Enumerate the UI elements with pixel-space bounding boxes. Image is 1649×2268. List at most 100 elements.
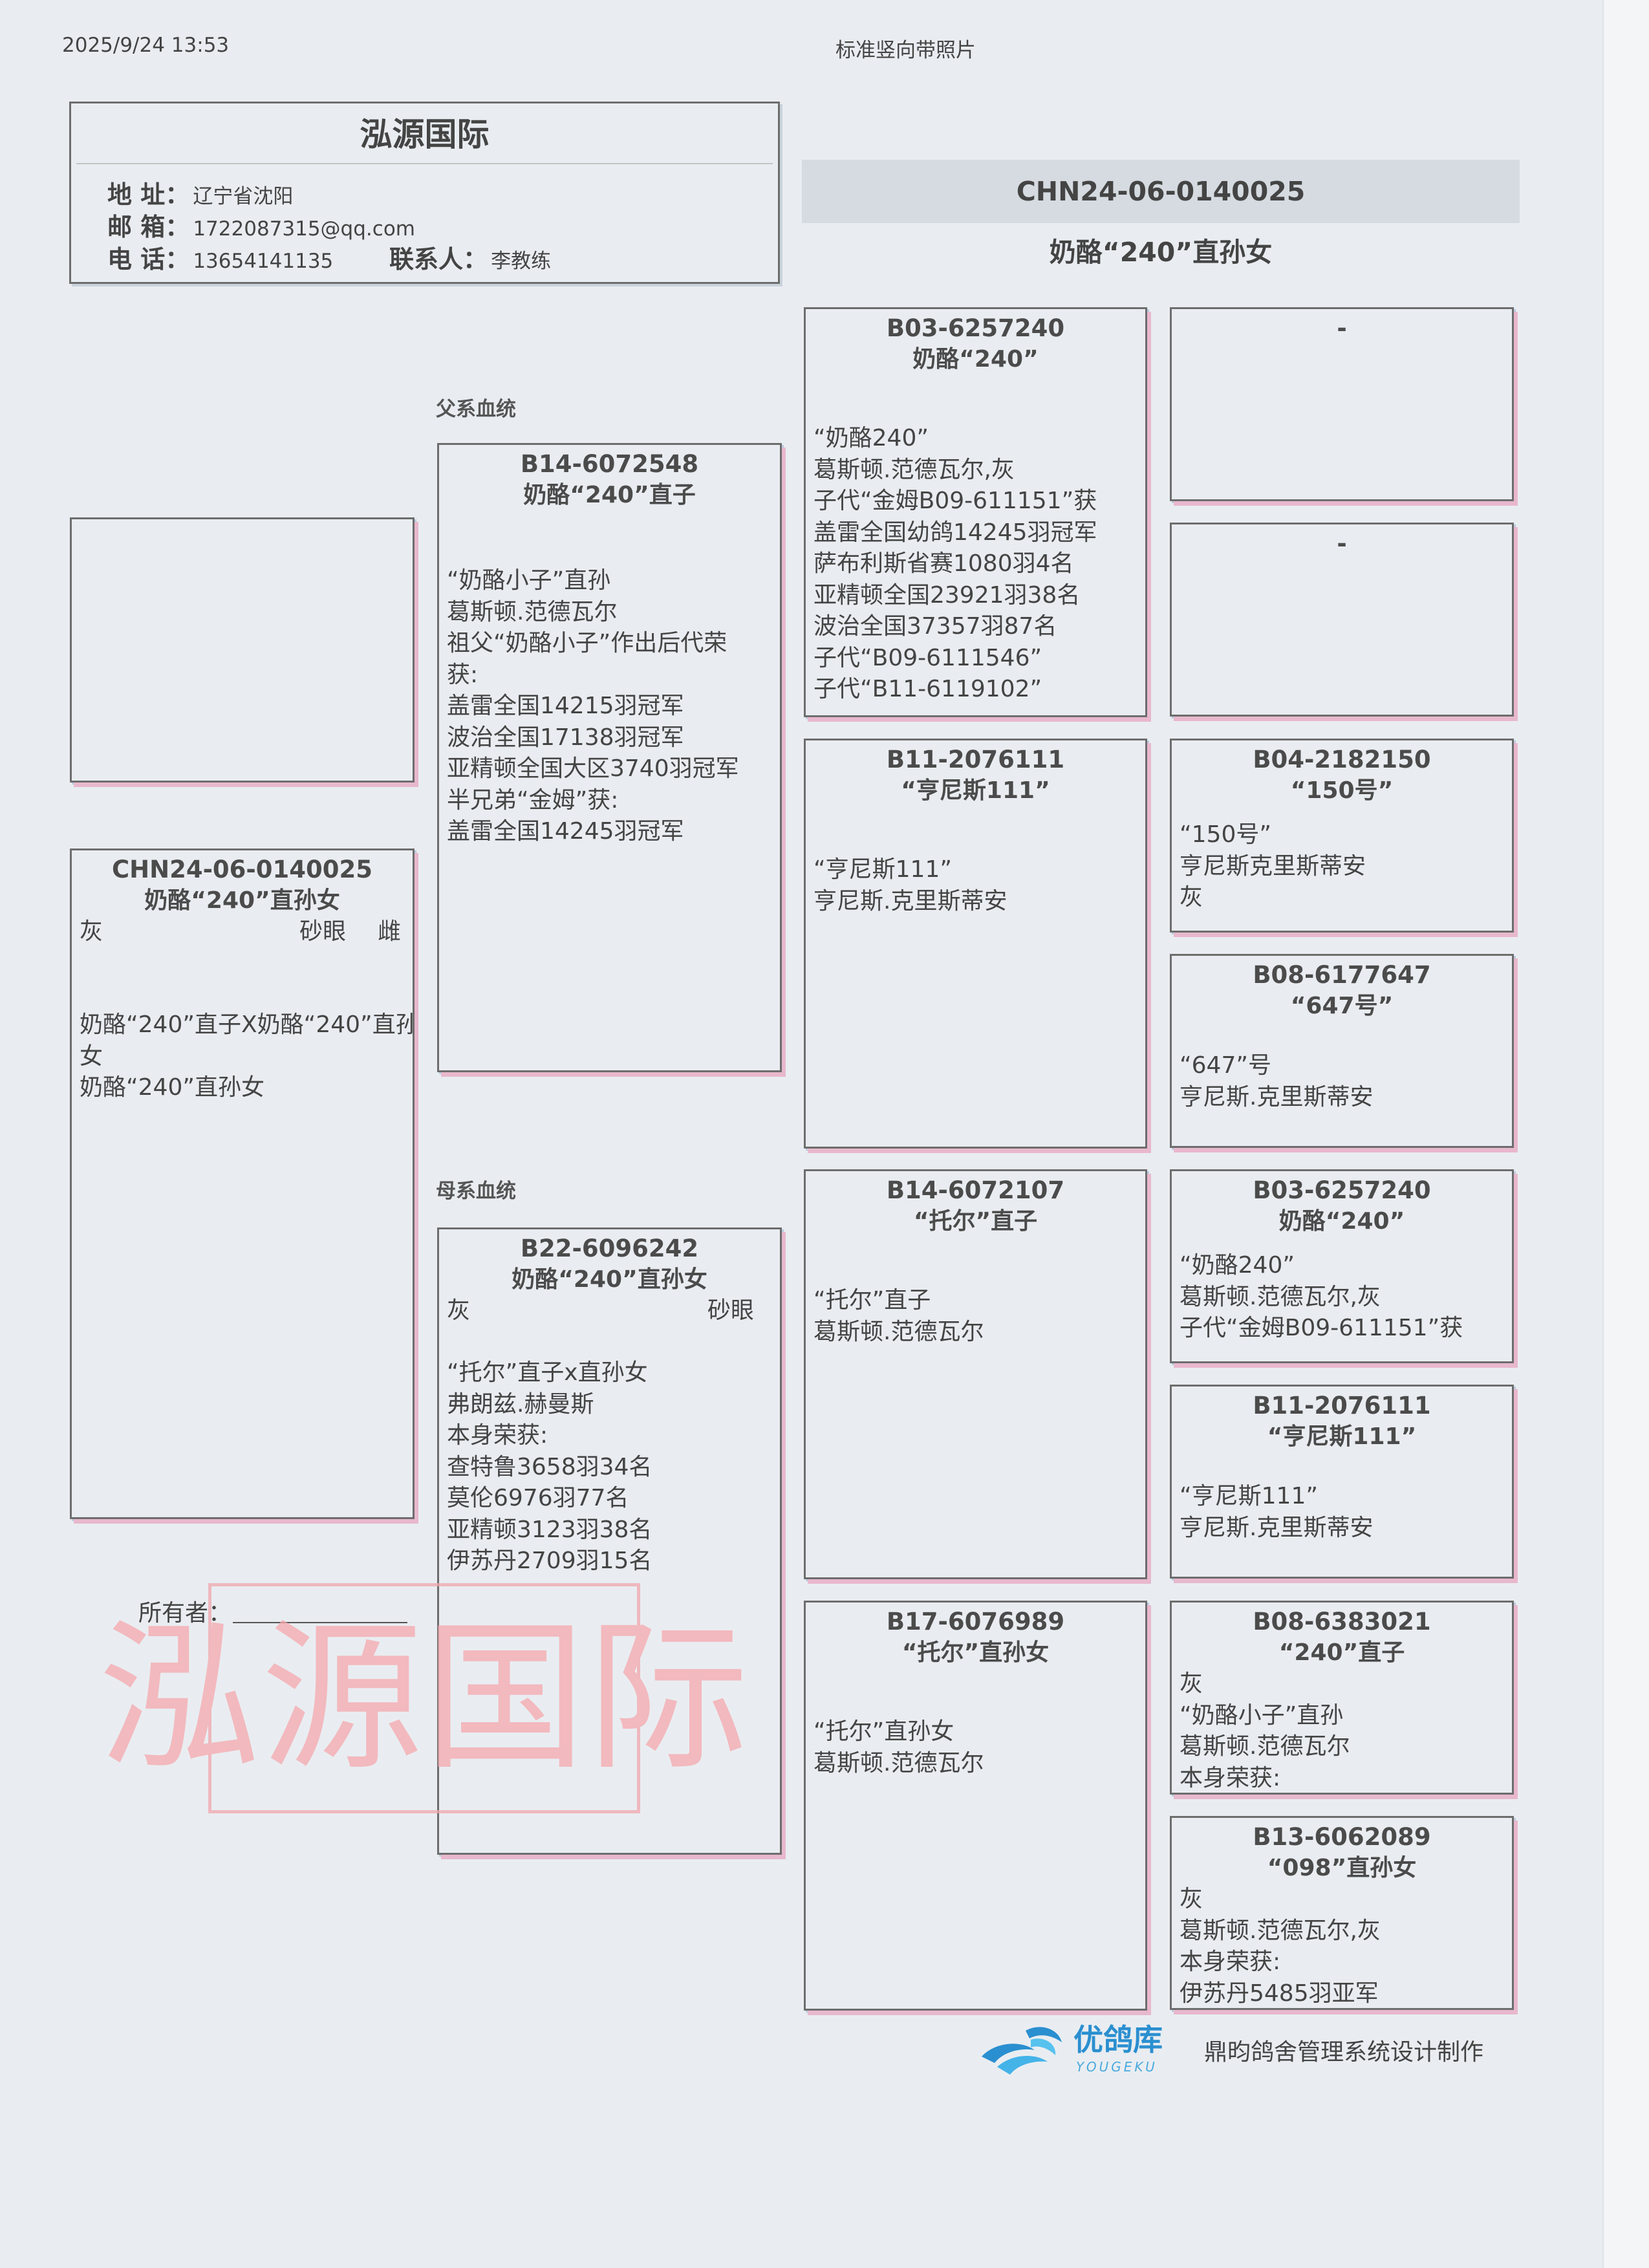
- ggp-4-line: 亨尼斯.克里斯蒂安: [1180, 1083, 1374, 1110]
- ggp-6-ring: B11-2076111: [1253, 1392, 1431, 1420]
- sire-line: 祖父“奶酪小子”作出后代荣: [447, 630, 727, 656]
- ggp-5-ring: B03-6257240: [1253, 1176, 1431, 1204]
- address-value: 辽宁省沈阳: [193, 185, 294, 208]
- dam-attributes: 灰 砂眼: [439, 1295, 780, 1326]
- dam-name: 奶酪“240”直孙女: [512, 1266, 707, 1293]
- dam-line: 莫伦6976羽77名: [447, 1485, 629, 1511]
- dam-line: 查特鲁3658羽34名: [447, 1453, 652, 1480]
- sire-sire-line: “奶酪240”: [814, 425, 929, 451]
- ggp-card-8: B13-6062089 “098”直孙女 灰 葛斯顿.范德瓦尔,灰 本身荣获: …: [1170, 1816, 1514, 2010]
- dam-dam-card: B17-6076989 “托尔”直孙女 “托尔”直孙女 葛斯顿.范德瓦尔: [804, 1601, 1147, 2011]
- sire-line: 获:: [447, 661, 479, 688]
- ggp-7-line: 灰: [1180, 1670, 1203, 1697]
- dam-line-label: 母系血统: [436, 1180, 516, 1203]
- dam-dam-line: 葛斯顿.范德瓦尔: [814, 1749, 984, 1777]
- dam-sire-line: 葛斯顿.范德瓦尔: [814, 1318, 984, 1345]
- ggp-8-line: 本身荣获:: [1180, 1949, 1281, 1975]
- subject-eye: 砂眼: [299, 918, 347, 945]
- dam-ring: B22-6096242: [520, 1235, 699, 1262]
- ggp-card-4: B08-6177647 “647号” “647”号 亨尼斯.克里斯蒂安: [1170, 954, 1514, 1148]
- ggp-7-ring: B08-6383021: [1253, 1608, 1431, 1636]
- dam-card: B22-6096242 奶酪“240”直孙女 灰 砂眼 “托尔”直子x直孙女 弗…: [437, 1227, 782, 1855]
- ggp-3-line: “150号”: [1180, 821, 1272, 848]
- org-stamp: 泓源国际: [98, 1583, 749, 1813]
- ggp-5-line: “奶酪240”: [1180, 1252, 1295, 1279]
- ggp-5-line: 子代“金姆B09-611151”获: [1180, 1315, 1463, 1341]
- sire-sire-card: B03-6257240 奶酪“240” “奶酪240” 葛斯顿.范德瓦尔,灰 子…: [804, 307, 1147, 717]
- org-name: 泓源国际: [360, 116, 490, 153]
- ggp-7-line: 葛斯顿.范德瓦尔: [1180, 1733, 1350, 1760]
- sire-sire-line: 盖雷全国幼鸽14245羽冠军: [814, 519, 1097, 546]
- dam-eye: 砂眼: [707, 1297, 754, 1324]
- sire-card: B14-6072548 奶酪“240”直子 “奶酪小子”直孙 葛斯顿.范德瓦尔 …: [437, 443, 782, 1072]
- sire-sire-line: 子代“金姆B09-611151”获: [814, 488, 1097, 514]
- ggp-4-name: “647号”: [1290, 993, 1394, 1019]
- logo-cn: 优鸽库: [1073, 2022, 1163, 2057]
- ggp-card-5: B03-6257240 奶酪“240” “奶酪240” 葛斯顿.范德瓦尔,灰 子…: [1170, 1169, 1514, 1363]
- ggp-8-line: 伊苏丹5485羽亚军: [1180, 1980, 1379, 2007]
- owner-label: 所有者：: [138, 1600, 232, 1626]
- ggp-2-ring: -: [1337, 530, 1347, 557]
- ggp-card-1: -: [1170, 307, 1514, 501]
- dam-sire-card: B14-6072107 “托尔”直子 “托尔”直子 葛斯顿.范德瓦尔: [804, 1169, 1147, 1579]
- email-label: 邮 箱：: [107, 213, 190, 241]
- sire-sire-line: 子代“B09-6111546”: [814, 644, 1042, 671]
- stamp-text: 泓源国际: [98, 1604, 750, 1792]
- subject-card: CHN24-06-0140025 奶酪“240”直孙女 灰 砂眼 雌 奶酪“24…: [70, 848, 415, 1519]
- sire-line: 盖雷全国14245羽冠军: [447, 818, 684, 845]
- ggp-8-line: 灰: [1180, 1886, 1203, 1912]
- dam-sire-ring: B14-6072107: [886, 1176, 1065, 1204]
- sire-dam-line: 亨尼斯.克里斯蒂安: [814, 887, 1008, 914]
- ggp-7-name: “240”直子: [1278, 1639, 1405, 1666]
- ggp-4-line: “647”号: [1180, 1052, 1272, 1079]
- ggp-card-7: B08-6383021 “240”直子 灰 “奶酪小子”直孙 葛斯顿.范德瓦尔 …: [1170, 1601, 1514, 1795]
- subject-color: 灰: [80, 918, 103, 945]
- sire-line: 亚精顿全国大区3740羽冠军: [447, 755, 739, 782]
- phone-value: 13654141135: [193, 250, 334, 273]
- dam-dam-name: “托尔”直孙女: [901, 1639, 1050, 1666]
- paper-edge: [1602, 0, 1649, 2268]
- ggp-card-2: -: [1170, 523, 1514, 717]
- ggp-card-3: B04-2182150 “150号” “150号” 亨尼斯克里斯蒂安 灰: [1170, 739, 1514, 933]
- banner-ring: CHN24-06-0140025: [1016, 176, 1306, 207]
- yougeku-logo-icon: [975, 2016, 1066, 2081]
- contact-card: 泓源国际 地 址： 辽宁省沈阳 邮 箱： 1722087315@qq.com 电…: [69, 102, 780, 284]
- dam-line: 伊苏丹2709羽15名: [447, 1548, 652, 1574]
- sire-dam-name: “亨尼斯111”: [901, 777, 1050, 804]
- dam-line: “托尔”直子x直孙女: [447, 1359, 648, 1386]
- ggp-8-ring: B13-6062089: [1253, 1823, 1431, 1851]
- ggp-3-line: 亨尼斯克里斯蒂安: [1180, 852, 1366, 880]
- ggp-5-name: 奶酪“240”: [1278, 1208, 1405, 1235]
- sire-line: 波治全国17138羽冠军: [447, 724, 684, 751]
- print-datetime: 2025/9/24 13:53: [62, 34, 230, 57]
- contact-person-value: 李教练: [491, 250, 552, 273]
- ggp-7-line: “奶酪小子”直孙: [1180, 1701, 1344, 1729]
- ggp-8-line: 葛斯顿.范德瓦尔,灰: [1180, 1917, 1381, 1944]
- subject-line: 女: [80, 1042, 103, 1070]
- sire-name: 奶酪“240”直子: [523, 482, 696, 508]
- subject-attributes: 灰 砂眼 雌: [72, 916, 413, 947]
- org-divider: [76, 163, 773, 164]
- banner-name: 奶酪“240”直孙女: [1049, 237, 1273, 268]
- sire-sire-line: 葛斯顿.范德瓦尔,灰: [814, 456, 1015, 483]
- sire-sire-line: 亚精顿全国23921羽38名: [814, 581, 1081, 609]
- sire-dam-ring: B11-2076111: [886, 746, 1065, 773]
- sire-dam-card: B11-2076111 “亨尼斯111” “亨尼斯111” 亨尼斯.克里斯蒂安: [804, 739, 1147, 1149]
- ggp-8-name: “098”直孙女: [1267, 1855, 1417, 1881]
- ggp-1-ring: -: [1337, 314, 1347, 342]
- ggp-7-line: 本身荣获:: [1180, 1764, 1281, 1791]
- contact-person-label: 联系人：: [389, 245, 488, 274]
- sire-sire-ring: B03-6257240: [886, 314, 1065, 342]
- dam-color: 灰: [447, 1297, 471, 1324]
- dam-line: 亚精顿3123羽38名: [447, 1516, 652, 1543]
- dam-dam-line: “托尔”直孙女: [814, 1718, 954, 1745]
- ggp-6-name: “亨尼斯111”: [1267, 1423, 1417, 1450]
- subject-line: 奶酪“240”直子X奶酪“240”直孙: [80, 1011, 415, 1038]
- sire-sire-line: 波治全国37357羽87名: [814, 613, 1057, 640]
- dam-dam-ring: B17-6076989: [886, 1608, 1065, 1636]
- subject-banner: CHN24-06-0140025: [802, 160, 1520, 223]
- dam-sire-name: “托尔”直子: [913, 1208, 1038, 1235]
- sire-line: “奶酪小子”直孙: [447, 567, 611, 594]
- sire-dam-line: “亨尼斯111”: [814, 856, 953, 883]
- dam-line: 弗朗兹.赫曼斯: [447, 1390, 594, 1418]
